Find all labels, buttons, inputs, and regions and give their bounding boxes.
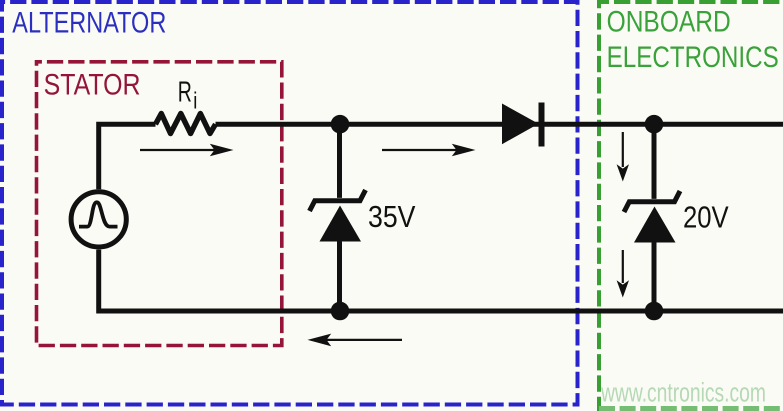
- svg-text:www.cntronics.com: www.cntronics.com: [600, 377, 766, 407]
- svg-text:35V: 35V: [368, 200, 416, 234]
- svg-text:R: R: [178, 77, 192, 109]
- svg-text:20V: 20V: [683, 200, 729, 235]
- svg-text:i: i: [193, 88, 197, 113]
- svg-text:ELECTRONICS: ELECTRONICS: [607, 40, 779, 74]
- svg-text:STATOR: STATOR: [44, 67, 141, 101]
- svg-text:ONBOARD: ONBOARD: [607, 4, 731, 38]
- svg-text:ALTERNATOR: ALTERNATOR: [12, 6, 166, 39]
